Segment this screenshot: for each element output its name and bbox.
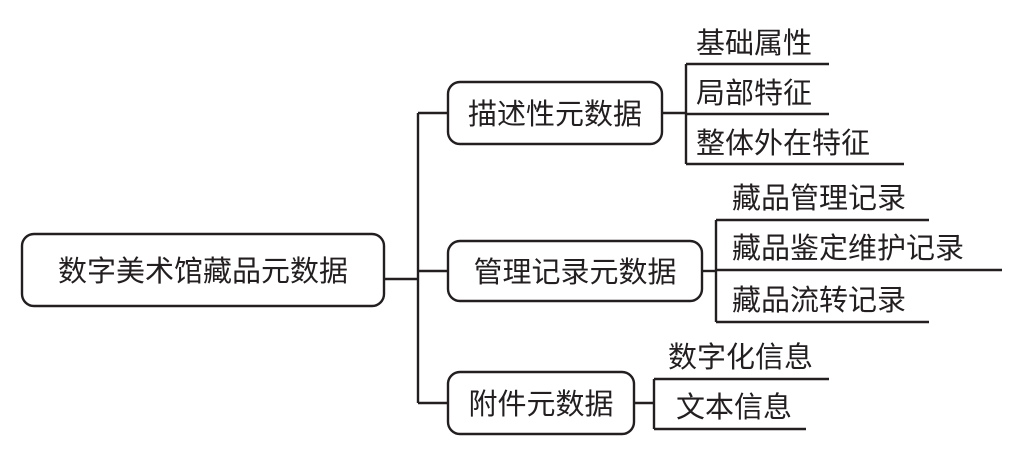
branch-label-descriptive: 描述性元数据 bbox=[468, 97, 642, 131]
leaf-basic-attributes: 基础属性 bbox=[696, 26, 812, 60]
leaf-overall-external-features: 整体外在特征 bbox=[696, 126, 870, 160]
root-node: 数字美术馆藏品元数据 bbox=[20, 232, 386, 308]
branch-label-attachment: 附件元数据 bbox=[468, 387, 613, 421]
branch-descriptive: 描述性元数据 基础属性 局部特征 整体外在特征 bbox=[446, 26, 904, 166]
leaf-appraisal-maintenance-records: 藏品鉴定维护记录 bbox=[732, 231, 964, 265]
leaf-digitization-info: 数字化信息 bbox=[668, 340, 813, 374]
leaf-text-info: 文本信息 bbox=[676, 390, 792, 424]
leaf-collection-management-records: 藏品管理记录 bbox=[732, 181, 906, 215]
branch-attachment: 附件元数据 数字化信息 文本信息 bbox=[446, 340, 829, 436]
root-label: 数字美术馆藏品元数据 bbox=[58, 254, 348, 288]
branch-management: 管理记录元数据 藏品管理记录 藏品鉴定维护记录 藏品流转记录 bbox=[446, 181, 1002, 324]
root-box bbox=[20, 232, 386, 308]
leaf-circulation-records: 藏品流转记录 bbox=[732, 283, 906, 317]
leaf-local-features: 局部特征 bbox=[696, 76, 812, 110]
branch-label-management: 管理记录元数据 bbox=[473, 255, 676, 289]
